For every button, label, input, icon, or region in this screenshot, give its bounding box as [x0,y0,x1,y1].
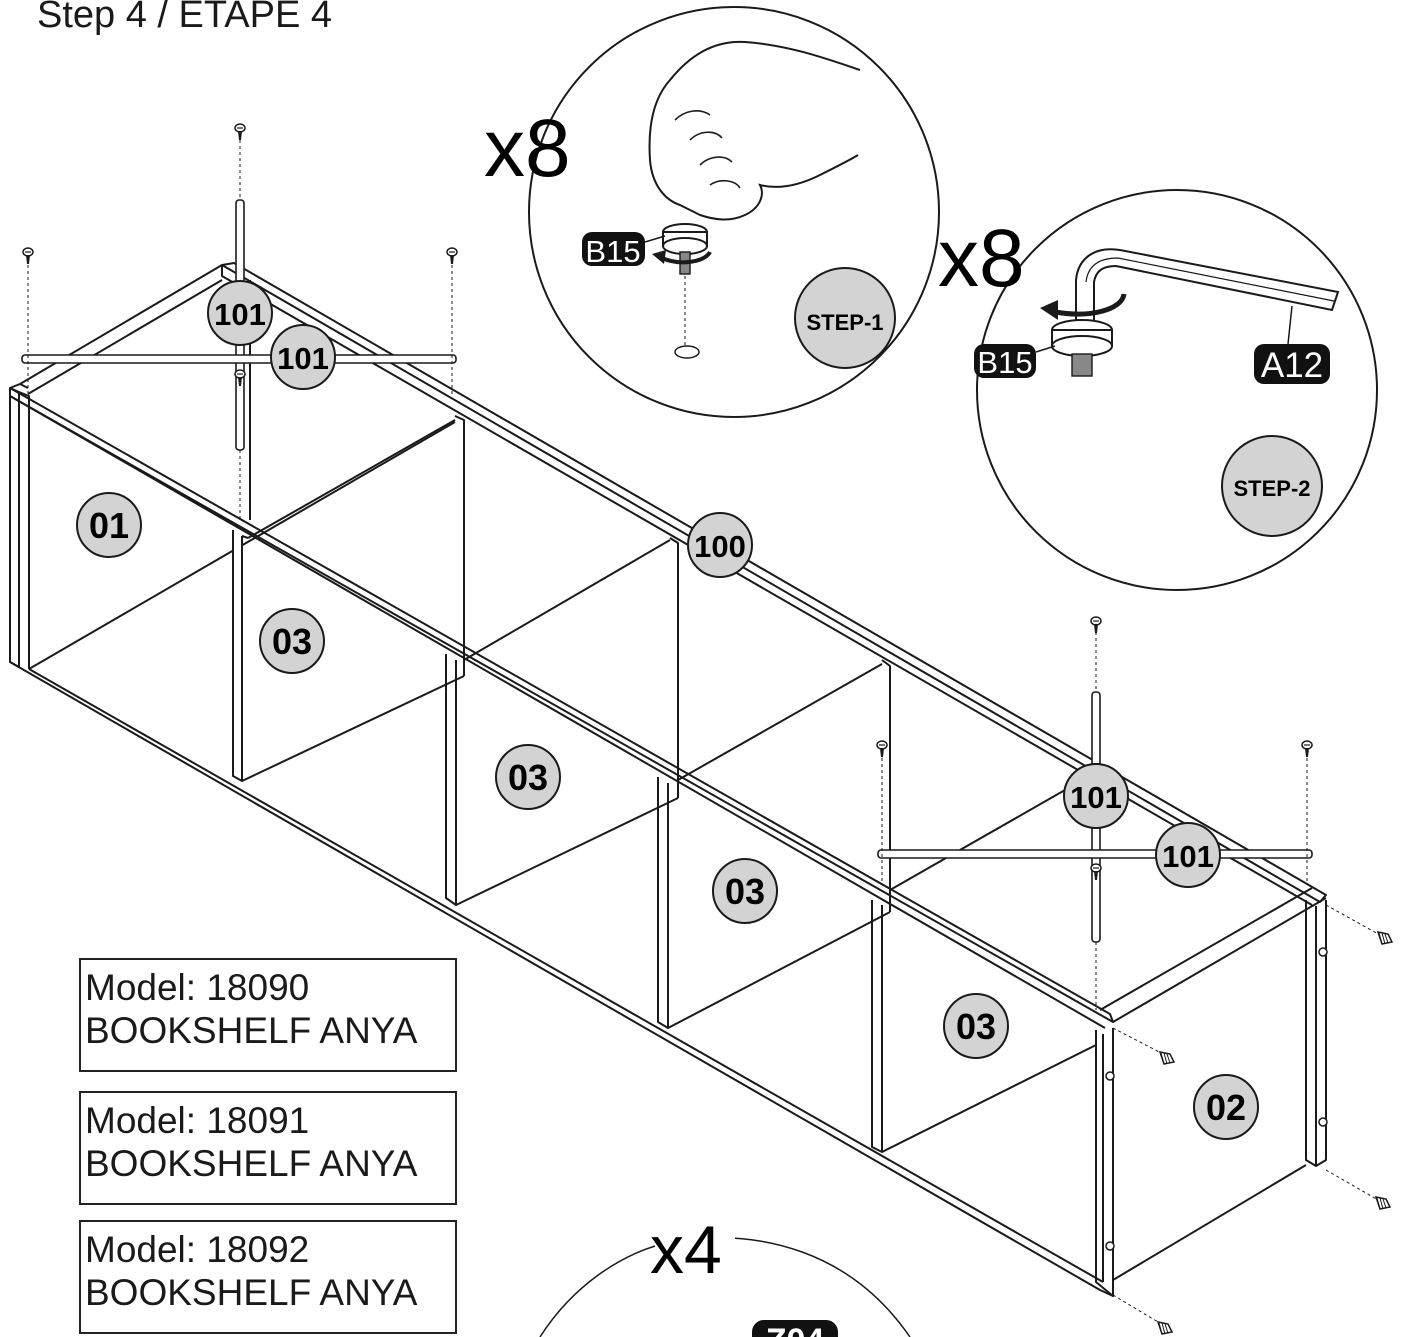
model-name: BOOKSHELF ANYA [85,1143,418,1184]
step-title: Step 4 / ETAPE 4 [37,0,333,36]
svg-text:03: 03 [956,1006,996,1047]
badge-01: 01 [76,492,142,558]
svg-text:101: 101 [214,297,266,332]
badge-101-b: 101 [270,324,336,390]
svg-text:02: 02 [1206,1087,1246,1128]
shelf-frame [9,262,1327,1297]
model-number: Model: 18091 [85,1100,310,1141]
badge-03-c: 03 [712,858,778,924]
inset-bottom: x4 Z04 [539,1212,911,1337]
svg-text:101: 101 [1162,839,1214,874]
svg-text:01: 01 [89,505,129,546]
svg-text:B15: B15 [977,345,1032,380]
model-number: Model: 18090 [85,967,310,1008]
badge-100: 100 [687,512,753,578]
panel-holes [1105,947,1328,1251]
badge-101-c: 101 [1063,763,1129,829]
model-name: BOOKSHELF ANYA [85,1010,418,1051]
svg-text:03: 03 [725,871,765,912]
glides [1157,931,1393,1335]
model-name: BOOKSHELF ANYA [85,1272,418,1313]
svg-text:x8: x8 [484,103,571,194]
badge-03-a: 03 [259,608,325,674]
model-box-18092: Model: 18092 BOOKSHELF ANYA [79,1220,457,1334]
svg-text:101: 101 [1070,780,1122,815]
svg-text:101: 101 [277,341,329,376]
svg-text:STEP-2: STEP-2 [1233,476,1310,501]
inset-step2: x8 B15 A12 STEP-2 [938,189,1378,591]
svg-text:03: 03 [508,757,548,798]
model-box-18091: Model: 18091 BOOKSHELF ANYA [79,1091,457,1205]
svg-text:Z04: Z04 [766,1322,825,1337]
model-number: Model: 18092 [85,1229,310,1270]
badge-03-b: 03 [495,744,561,810]
svg-text:x8: x8 [938,213,1025,304]
badge-101-d: 101 [1155,822,1221,888]
badge-101-a: 101 [207,280,273,346]
svg-text:STEP-1: STEP-1 [806,310,883,335]
svg-text:100: 100 [694,529,746,564]
svg-text:03: 03 [272,621,312,662]
svg-text:A12: A12 [1261,346,1323,385]
inset-step1: x8 B15 STEP-1 [484,6,940,418]
badge-02: 02 [1193,1074,1259,1140]
badge-03-d: 03 [943,993,1009,1059]
svg-text:B15: B15 [585,234,640,269]
part-badges: 01 03 03 03 03 02 100 101 [76,280,1259,1140]
model-box-18090: Model: 18090 BOOKSHELF ANYA [79,958,457,1072]
svg-text:x4: x4 [650,1212,722,1288]
screw-guides [27,140,1381,1326]
